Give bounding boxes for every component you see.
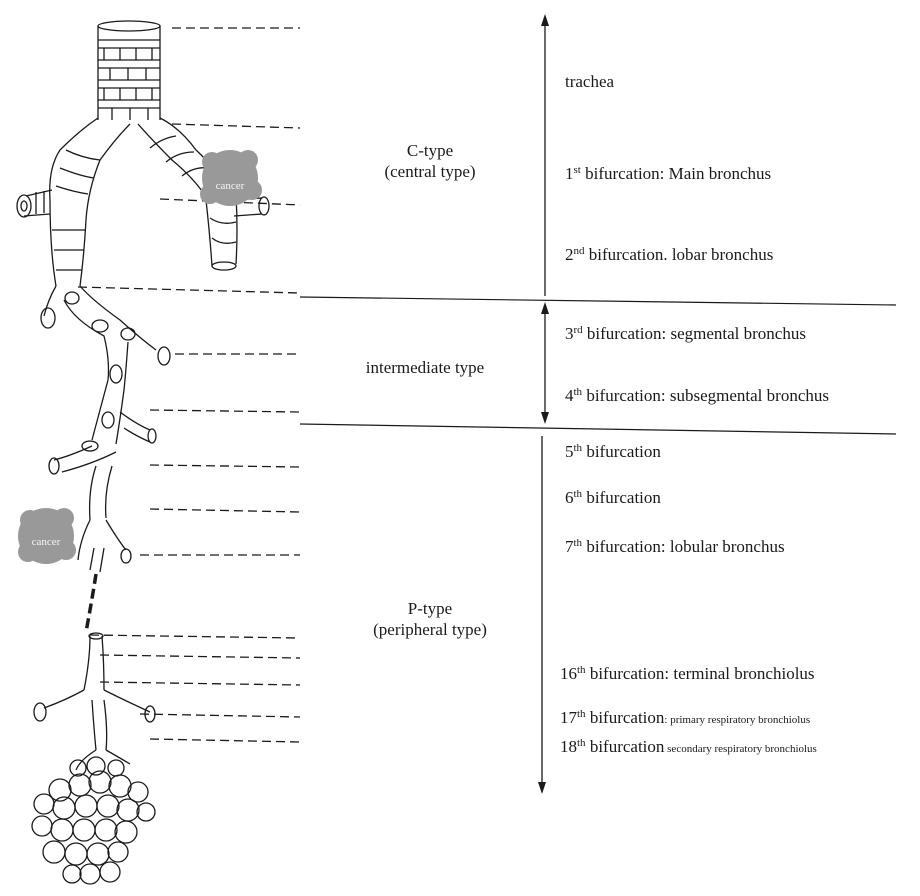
level-sup: th [574,442,583,454]
zone-separator-central [300,297,896,305]
level-num: 2 [565,245,574,264]
level-sup: nd [574,245,585,257]
level-main: bifurcation: lobular bronchus [582,537,785,556]
level-num: 5 [565,442,574,461]
level-num: 18 [560,737,577,756]
level-sup: th [577,664,586,676]
zone-peripheral-line1: P-type [345,598,515,619]
level-main: bifurcation [582,442,661,461]
level-num: 6 [565,488,574,507]
trachea-drawing [98,21,160,120]
level-num: 17 [560,708,577,727]
central-tumor [200,150,262,206]
level-main: bifurcation [586,708,665,727]
level-sup: th [577,708,586,720]
level-label-4th: 4th bifurcation: subsegmental bronchus [565,386,829,405]
peripheral-tumor-label: cancer [32,536,61,548]
level-main: bifurcation: subsegmental bronchus [582,386,829,405]
level-sup: th [574,488,583,500]
level-num: 1 [565,164,574,183]
level-sup: th [577,737,586,749]
zone-label-intermediate: intermediate type [330,357,520,378]
level-dashed-lines [78,28,300,742]
level-main: bifurcation. lobar bronchus [585,245,774,264]
level-label-16th: 16th bifurcation: terminal bronchiolus [560,664,815,683]
level-sup: rd [574,324,583,336]
level-main: bifurcation [582,488,661,507]
level-label-18th: 18th bifurcation secondary respiratory b… [560,737,817,759]
level-num: 16 [560,664,577,683]
level-main: bifurcation: terminal bronchiolus [586,664,815,683]
level-main: bifurcation: segmental bronchus [583,324,806,343]
level-sup: st [574,164,581,176]
alveoli-cluster [32,757,155,884]
zone-label-central: C-type (central type) [355,140,505,182]
zone-central-line1: C-type [355,140,505,161]
level-main: bifurcation: Main bronchus [581,164,771,183]
level-label-1st: 1st bifurcation: Main bronchus [565,164,771,183]
central-tumor-label: cancer [216,180,245,192]
level-small: : primary respiratory bronchiolus [664,714,810,726]
level-sup: th [574,386,583,398]
level-main: bifurcation [586,737,665,756]
zone-label-peripheral: P-type (peripheral type) [345,598,515,640]
segmental-branches-drawing [41,286,170,474]
level-label-2nd: 2nd bifurcation. lobar bronchus [565,245,773,264]
level-label-6th: 6th bifurcation [565,488,661,507]
level-label-7th: 7th bifurcation: lobular bronchus [565,537,785,556]
level-small: secondary respiratory bronchiolus [664,743,816,755]
level-label-5th: 5th bifurcation [565,442,661,461]
zone-central-line2: (central type) [355,161,505,182]
level-label-3rd: 3rd bifurcation: segmental bronchus [565,324,806,343]
level-label-17th: 17th bifurcation: primary respiratory br… [560,708,810,730]
level-num: 7 [565,537,574,556]
level-num: 4 [565,386,574,405]
level-label-trachea: trachea [565,72,614,91]
zone-peripheral-line2: (peripheral type) [345,619,515,640]
level-sup: th [574,537,583,549]
level-arrows [542,22,545,788]
level-num: 3 [565,324,574,343]
level-main: trachea [565,72,614,91]
zone-intermediate-line1: intermediate type [330,357,520,378]
zone-separator-peripheral [300,424,896,434]
